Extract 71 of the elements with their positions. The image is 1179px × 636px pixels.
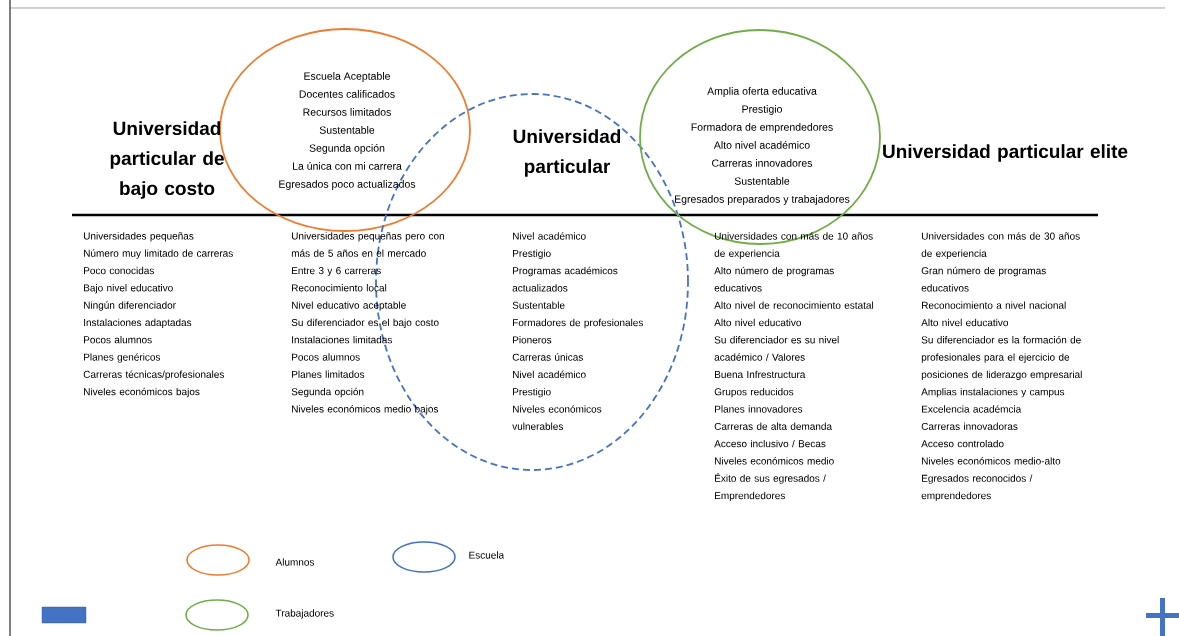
list-item: Universidades pequeñas bbox=[84, 232, 194, 242]
list-item: Reconocimiento a nivel nacional bbox=[922, 301, 1066, 309]
list-item: Nivel académico bbox=[513, 370, 586, 379]
list-item: Su diferenciador es el bajo costo bbox=[291, 318, 439, 328]
list-item: Reconocimiento local bbox=[292, 284, 387, 292]
list-item: Alto nivel educativo bbox=[714, 318, 802, 327]
list-item: Bajo nivel educativo bbox=[84, 284, 173, 294]
list-item: Alto número de programas educativos bbox=[714, 266, 834, 292]
list-item: Niveles económicos vulnerables bbox=[512, 405, 602, 430]
list-item: Universidades pequeñas pero con más de 5 años en el mercado bbox=[291, 232, 444, 257]
node-label: Egresados preparados y trabajadores bbox=[675, 195, 850, 205]
list-item: Ningún diferenciador bbox=[84, 301, 176, 311]
list-item: Su diferenciador es la formación de profesionales para el ejercicio de posiciones de liderazgo empresarial bbox=[921, 336, 1082, 381]
legend-label: Escuela bbox=[469, 551, 505, 559]
list-item: Acceso inclusivo / Becas bbox=[714, 439, 826, 448]
node-label: Sustentable bbox=[734, 177, 790, 185]
node-label: Alto nivel académico bbox=[713, 140, 810, 149]
list-item: Pocos alumnos bbox=[84, 336, 152, 344]
list-item: Acceso controlado bbox=[921, 439, 1004, 448]
circle bbox=[639, 29, 881, 245]
list-item: Pocos alumnos bbox=[292, 353, 360, 361]
node-label: Docentes calificados bbox=[299, 90, 395, 98]
list-item: Excelencia académcia bbox=[922, 405, 1022, 413]
list-item: Planes innovadores bbox=[715, 405, 803, 413]
list-item: Formadores de profesionales bbox=[513, 318, 643, 329]
list-item: Su diferenciador es su nivel académico / Valores bbox=[714, 336, 839, 361]
node-label: Prestigio bbox=[742, 105, 782, 115]
list-item: Universidades con más de 30 años de experiencia bbox=[921, 232, 1080, 259]
list-item: Poco conocidas bbox=[84, 266, 154, 275]
legend-label: Trabajadores bbox=[275, 609, 334, 619]
list-item: Pioneros bbox=[513, 336, 552, 344]
list-item: Nivel educativo aceptable bbox=[292, 301, 406, 311]
list-item: Niveles económicos medio-alto bbox=[922, 457, 1061, 465]
legend-label: Alumnos bbox=[275, 558, 315, 566]
node-label: Egresados poco actualizados bbox=[279, 180, 416, 190]
list-item: Egresados reconocidos / emprendedores bbox=[921, 474, 1033, 502]
list-item: Niveles económicos medio bbox=[715, 457, 834, 465]
node-label: Carreras innovadores bbox=[712, 159, 813, 167]
list-item: Niveles económicos bajos bbox=[84, 387, 200, 398]
heading: Universidad particular bbox=[513, 129, 621, 177]
node-label: Recursos limitados bbox=[303, 108, 391, 116]
list-item: Número muy limitado de carreras bbox=[84, 249, 233, 259]
list-item: Nivel académico bbox=[513, 232, 586, 240]
node-label: Formadora de emprendedores bbox=[691, 123, 833, 133]
list-item: Grupos reducidos bbox=[714, 388, 794, 398]
list-item: Niveles económicos medio bajos bbox=[292, 405, 439, 415]
node-label: Sustentable bbox=[319, 126, 375, 134]
list-item: Prestigio bbox=[513, 249, 551, 259]
list-item: Carreras técnicas/profesionales bbox=[83, 370, 224, 380]
list-item: Planes limitados bbox=[292, 370, 365, 378]
node-label: Amplia oferta educativa bbox=[707, 87, 817, 97]
list-item: Alto nivel de reconocimiento estatal bbox=[714, 301, 874, 309]
list-item: Planes genéricos bbox=[84, 353, 161, 363]
list-item: Programas académicos actualizados bbox=[512, 266, 618, 292]
list-item: Carreras innovadoras bbox=[921, 422, 1018, 430]
list-item: Gran número de programas educativos bbox=[921, 266, 1046, 292]
list-item: Instalaciones limitadas bbox=[292, 336, 392, 344]
list-item: Alto nivel educativo bbox=[921, 318, 1009, 327]
heading: Universidad particular de bajo costo bbox=[110, 121, 224, 199]
list-item: Amplias instalaciones y campus bbox=[921, 388, 1065, 398]
list-item: Sustentable bbox=[512, 301, 565, 309]
list-item: Buena Infrestructura bbox=[715, 370, 806, 379]
list-item: Carreras únicas bbox=[512, 353, 583, 361]
list-item: Instalaciones adaptadas bbox=[84, 318, 192, 328]
node-label: Escuela Aceptable bbox=[304, 72, 390, 82]
list-item: Segunda opción bbox=[291, 387, 364, 398]
node-label: Segunda opción bbox=[309, 143, 385, 154]
node-label: La única con mi carrera bbox=[293, 161, 402, 170]
list-item: Éxito de sus egresados / Emprendedores bbox=[715, 473, 826, 502]
list-item: Prestigio bbox=[513, 388, 551, 398]
list-item: Carreras de alta demanda bbox=[714, 422, 832, 430]
